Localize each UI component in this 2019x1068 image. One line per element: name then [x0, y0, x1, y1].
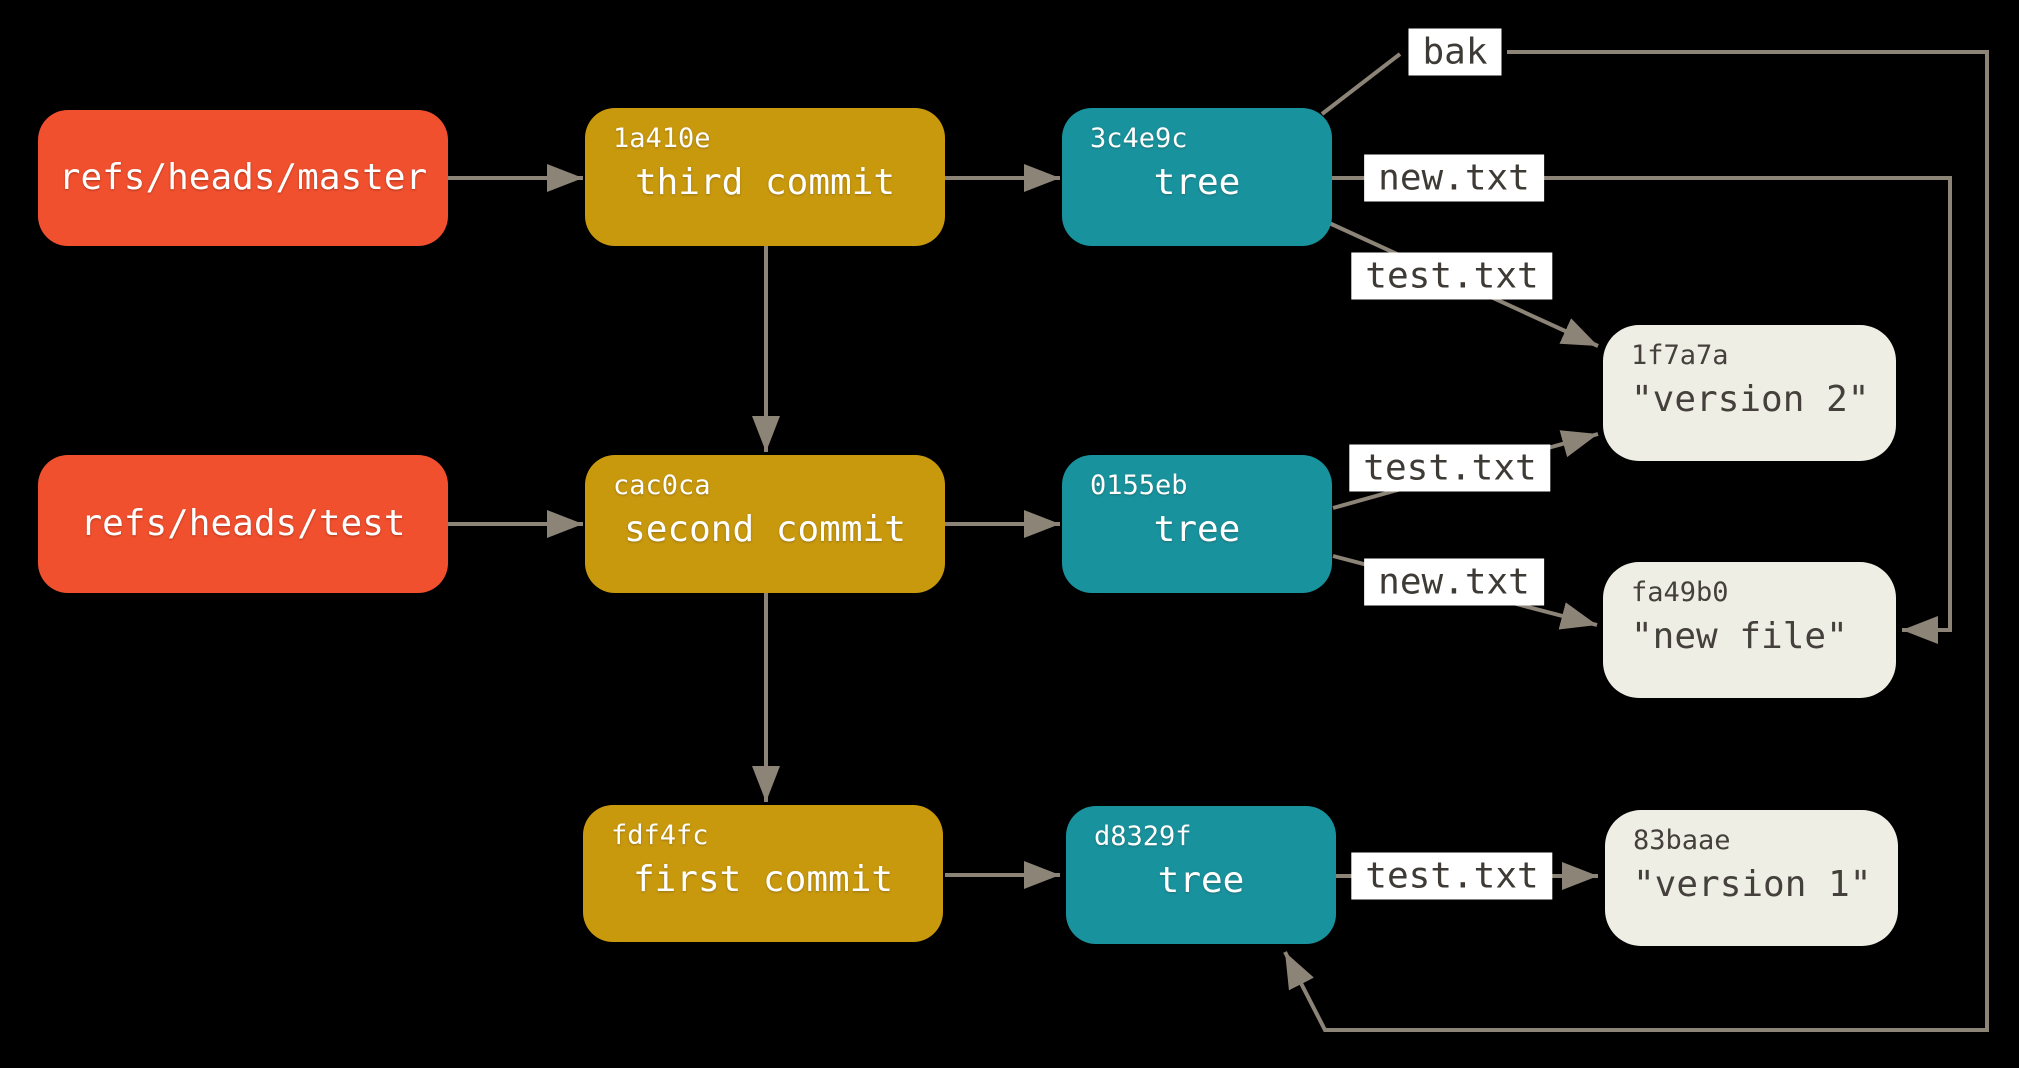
- tree-d8329f-hash: d8329f: [1094, 821, 1192, 852]
- tree-d8329f-label: tree: [1157, 860, 1245, 901]
- edge-tree-to-bak-label: [1320, 52, 1402, 116]
- edge-label-new-txt-top: new.txt: [1364, 154, 1544, 202]
- blob-83baae-label: "version 1": [1633, 864, 1872, 905]
- edge-label-new-txt-mid: new.txt: [1364, 558, 1544, 606]
- commit-second-hash: cac0ca: [613, 470, 711, 501]
- tree-d8329f-node: d8329f tree: [1066, 806, 1336, 944]
- edge-label-test-txt-mid: test.txt: [1349, 444, 1551, 492]
- blob-1f7a7a-hash: 1f7a7a: [1631, 340, 1729, 371]
- blob-1f7a7a-node: 1f7a7a "version 2": [1603, 325, 1896, 461]
- edge-newtxt-top-to-newfile-blob: [1332, 176, 1952, 644]
- commit-second-label: second commit: [624, 509, 906, 550]
- commit-first-node: fdf4fc first commit: [583, 805, 943, 942]
- ref-master-node: refs/heads/master: [38, 110, 448, 246]
- commit-third-node: 1a410e third commit: [585, 108, 945, 246]
- edge-bak-to-first-tree: [1283, 50, 1989, 1032]
- blob-83baae-node: 83baae "version 1": [1605, 810, 1898, 946]
- commit-second-node: cac0ca second commit: [585, 455, 945, 593]
- tree-0155eb-hash: 0155eb: [1090, 470, 1188, 501]
- edge-label-bak: bak: [1408, 28, 1502, 76]
- edge-label-test-txt-bottom: test.txt: [1351, 852, 1553, 900]
- tree-3c4e9c-node: 3c4e9c tree: [1062, 108, 1332, 246]
- commit-third-label: third commit: [634, 162, 896, 203]
- ref-master-label: refs/heads/master: [58, 157, 428, 198]
- tree-0155eb-node: 0155eb tree: [1062, 455, 1332, 593]
- blob-1f7a7a-label: "version 2": [1631, 379, 1870, 420]
- blob-fa49b0-hash: fa49b0: [1631, 577, 1729, 608]
- commit-first-hash: fdf4fc: [611, 820, 709, 851]
- ref-test-label: refs/heads/test: [80, 503, 406, 544]
- tree-3c4e9c-hash: 3c4e9c: [1090, 123, 1188, 154]
- commit-third-hash: 1a410e: [613, 123, 711, 154]
- ref-test-node: refs/heads/test: [38, 455, 448, 593]
- commit-first-label: first commit: [632, 859, 894, 900]
- tree-3c4e9c-label: tree: [1153, 162, 1241, 203]
- edge-label-test-txt-top: test.txt: [1351, 252, 1553, 300]
- blob-fa49b0-label: "new file": [1631, 616, 1848, 657]
- blob-fa49b0-node: fa49b0 "new file": [1603, 562, 1896, 698]
- tree-0155eb-label: tree: [1153, 509, 1241, 550]
- blob-83baae-hash: 83baae: [1633, 825, 1731, 856]
